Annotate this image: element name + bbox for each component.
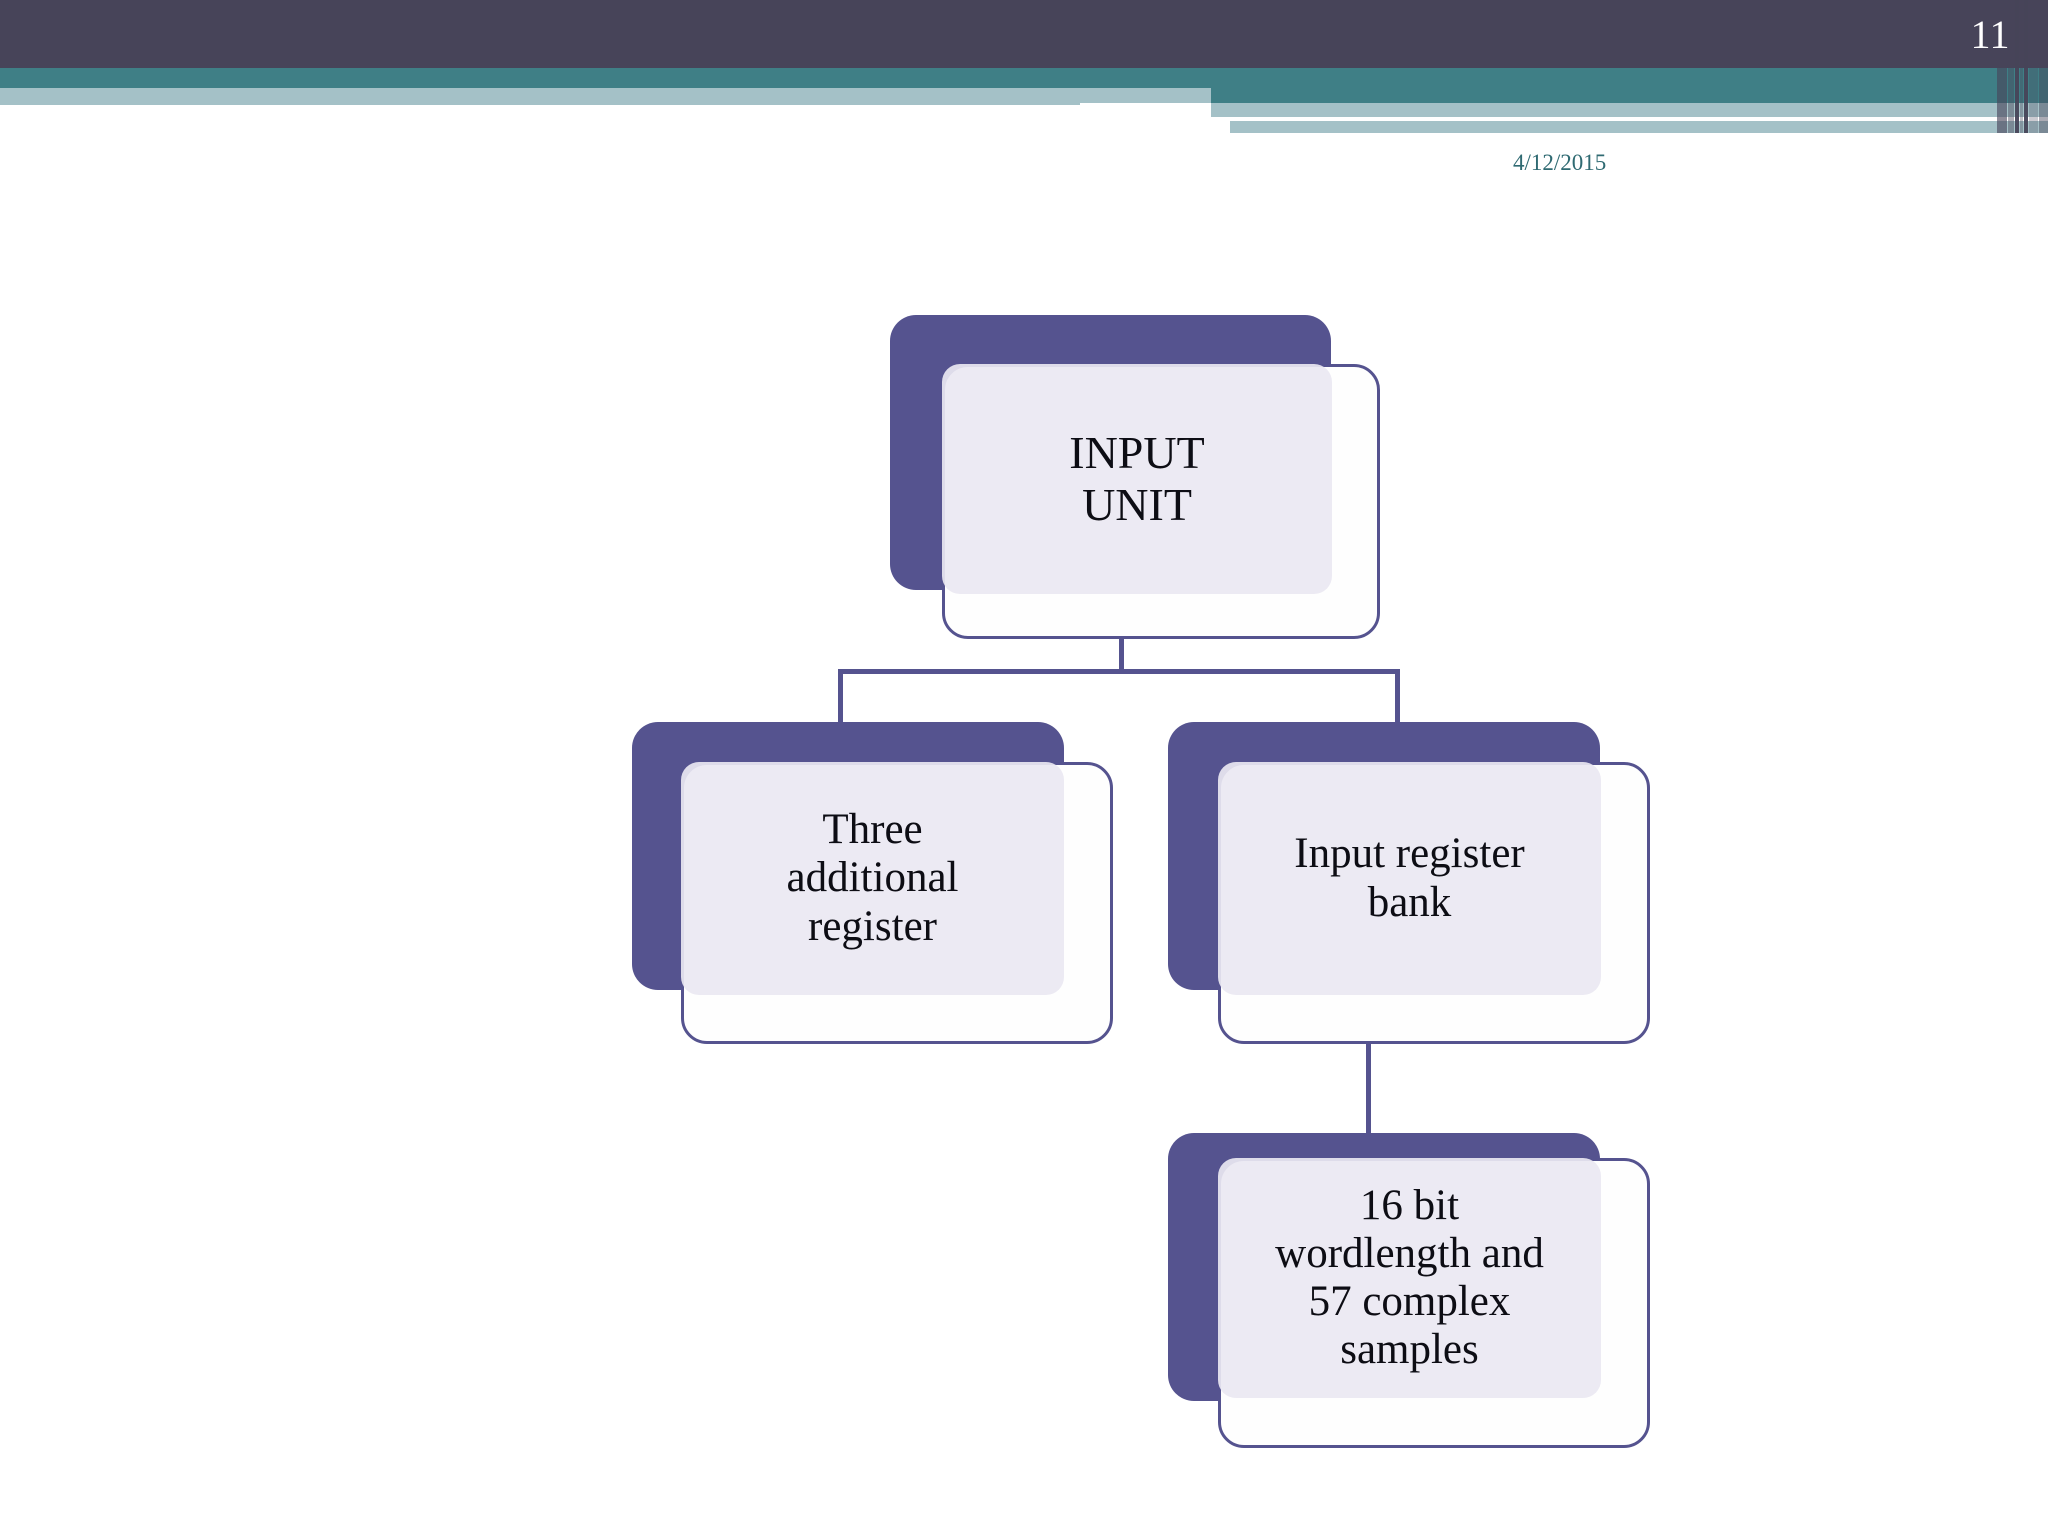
header-white-notch [1080,103,1211,125]
connector-left-branch-drop [838,669,843,733]
connector-split-horizontal [838,669,1400,674]
node-label: Three additional register [786,806,959,950]
connector-input-unit-stem [1119,633,1124,673]
header-stripe-2 [2015,0,2019,133]
header-light-band-right-lower [1230,121,2048,133]
header-light-band-right-upper [1211,103,2048,117]
header-stripe-5 [2029,0,2038,133]
header-stripe-6 [2039,0,2048,133]
header-teal-band-right [1211,68,2048,103]
connector-register-bank-to-words [1366,1032,1371,1134]
header-stripe-1 [2008,0,2014,133]
node-text-panel: 16 bit wordlength and 57 complex samples [1218,1158,1601,1398]
page-number: 11 [1970,12,2010,57]
header-stripe-3 [2020,0,2023,133]
header-stripe-0 [1997,0,2007,133]
header-dark-band [0,0,2048,68]
header-teal-band-left [0,68,1211,88]
slide-date: 4/12/2015 [1513,150,1607,175]
header-white-sliver [1211,117,2048,121]
node-text-panel: INPUT UNIT [942,364,1332,594]
node-label: Input register bank [1294,830,1525,926]
header-stripe-4 [2024,0,2028,133]
connector-right-branch-drop [1395,669,1400,733]
node-label: INPUT UNIT [1069,427,1205,530]
node-text-panel: Three additional register [681,762,1064,995]
node-text-panel: Input register bank [1218,762,1601,995]
header-light-band-left [0,88,1211,105]
node-label: 16 bit wordlength and 57 complex samples [1275,1181,1544,1374]
